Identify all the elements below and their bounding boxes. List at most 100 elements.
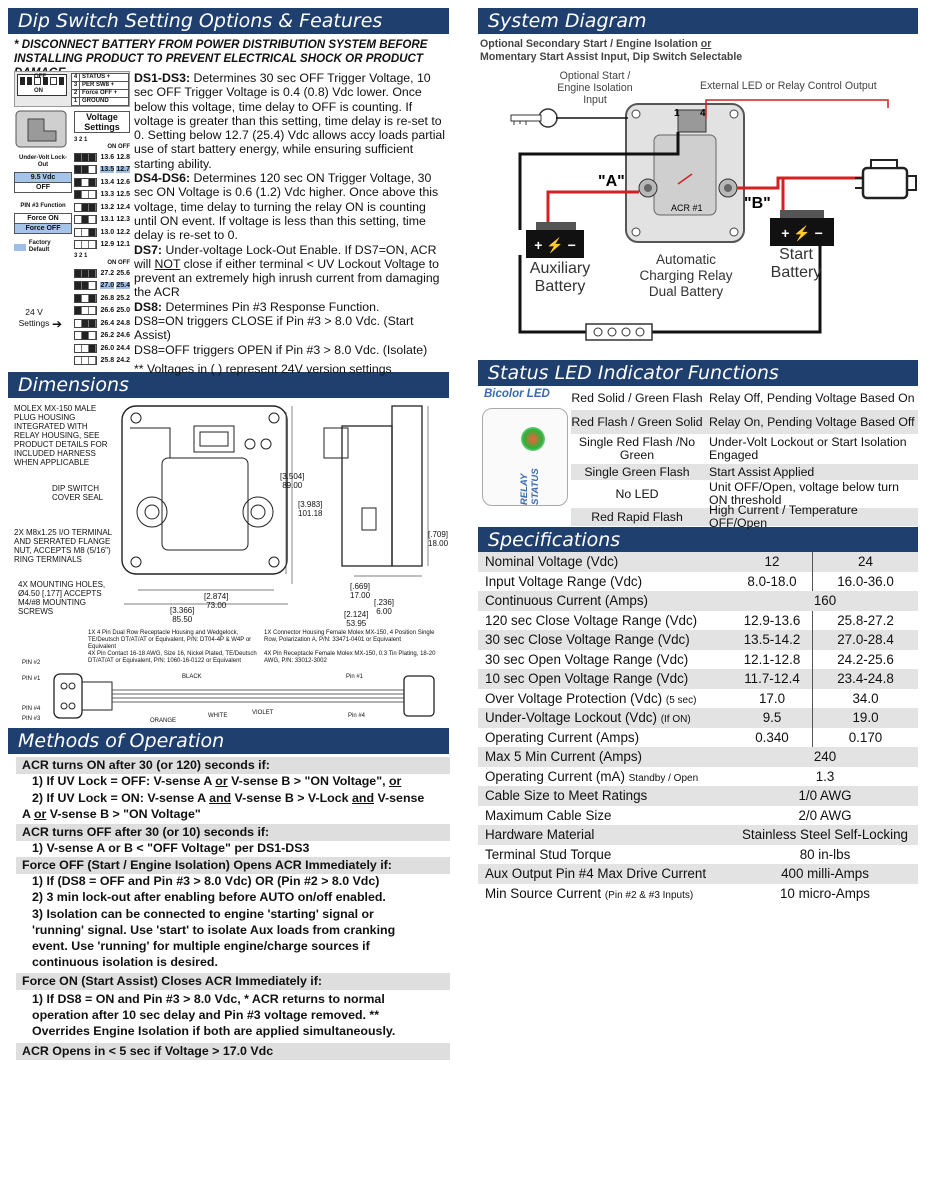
specifications-header: Specifications <box>478 527 918 553</box>
dip-switch-icon <box>74 268 98 278</box>
dip-switch-icon <box>74 165 98 175</box>
spec-name: 30 sec Close Voltage Range (Vdc) <box>485 632 690 648</box>
harness-note-3: 4X Pin Contact 16-18 AWG, Size 16, Nicke… <box>88 651 257 664</box>
start-battery-label: Start Battery <box>770 246 822 281</box>
status-rows: Red Solid / Green Flash Relay Off, Pendin… <box>571 386 918 530</box>
methods-off-1: 1) V-sense A or B < "OFF Voltage" per DS… <box>32 841 310 855</box>
spec-value-12v: 17.0 <box>758 690 786 706</box>
dip-switch-icon <box>74 356 98 366</box>
methods-force-off-3a: 3) Isolation can be connected to engine … <box>32 907 374 921</box>
methods-force-on-1a: 1) If DS8 = ON and Pin #3 > 8.0 Vdc, * A… <box>32 992 385 1006</box>
under-volt-option-2: OFF <box>14 183 72 193</box>
off-voltage: 24.8 <box>116 319 131 327</box>
on-voltage: 25.8 <box>100 357 115 365</box>
settings-24v-label: 24 V Settings <box>18 307 50 328</box>
spec-value: 1/0 AWG <box>798 788 852 804</box>
spec-value: 1.3 <box>815 768 835 784</box>
harness-pin4-label: PIN #4 <box>22 706 41 712</box>
spec-name: Terminal Stud Torque <box>485 846 612 862</box>
arrow-right-icon: ➔ <box>52 317 63 331</box>
led-meaning: Relay Off, Pending Voltage Based On <box>709 390 915 405</box>
dip-switch-icon <box>74 281 98 291</box>
system-diagram: 1 4 ACR #1 "A" "B" + ⚡ − + ⚡ − <box>510 99 917 341</box>
acr-description-label: Automatic Charging Relay Dual Battery <box>639 252 733 299</box>
spec-row: Max 5 Min Current (Amps)240 <box>478 747 918 767</box>
led-state: No LED <box>615 486 659 501</box>
under-volt-option-1: 9.5 Vdc <box>14 172 72 183</box>
pin3-function-label: PIN #3 Function <box>20 203 66 209</box>
harness-drawing <box>53 673 435 719</box>
off-voltage: 25.4 <box>116 282 131 290</box>
bicolor-led-icon <box>521 427 545 451</box>
off-voltage: 12.5 <box>116 191 131 199</box>
status-led-table: Bicolor LED RELAY STATUS Red Solid / Gre… <box>478 386 918 530</box>
wire-black-label: BLACK <box>182 674 202 680</box>
on-voltage: 13.4 <box>100 178 115 186</box>
led-state: Red Flash / Green Solid <box>571 414 703 429</box>
spec-value-12v: 12.9-13.6 <box>743 612 801 628</box>
spec-row: Input Voltage Range (Vdc) 8.0-18.0 16.0-36… <box>478 571 918 591</box>
spec-value-12v: 8.0-18.0 <box>747 573 797 589</box>
methods-on-2: 2) If UV Lock = ON: V-sense A and V-sens… <box>32 791 425 805</box>
on-voltage: 27.0 <box>100 282 115 290</box>
on-voltage: 13.5 <box>100 166 115 174</box>
dip-description: DS1-DS3: Determines 30 sec OFF Trigger V… <box>134 71 450 376</box>
spec-name: Min Source Current (Pin #2 & #3 Inputs) <box>485 885 694 901</box>
svg-text:+ ⚡ −: + ⚡ − <box>781 225 823 242</box>
wire-orange-label: ORANGE <box>150 718 177 724</box>
ground-wire-left <box>518 132 680 230</box>
under-volt-label: Under-Volt Lock-Out <box>19 155 67 168</box>
spec-row: Min Source Current (Pin #2 & #3 Inputs)1… <box>478 884 918 904</box>
spec-name: Over Voltage Protection (Vdc) (5 sec) <box>485 690 697 706</box>
spec-name: 30 sec Open Voltage Range (Vdc) <box>485 651 689 667</box>
off-voltage: 25.6 <box>116 269 131 277</box>
off-voltage: 12.7 <box>116 166 131 174</box>
spec-name: Operating Current (Amps) <box>485 729 640 745</box>
voltage-note: ** Voltages in ( ) represent 24V version… <box>134 361 392 376</box>
spec-value-24v: 24 <box>812 552 918 572</box>
dim-height-b: [3.983]101.18 <box>298 500 323 518</box>
led-state: Single Red Flash /No Green <box>578 435 696 462</box>
off-voltage: 24.2 <box>116 357 131 365</box>
pin-4-label: 4 <box>700 108 706 119</box>
ds1-ds3-description: DS1-DS3: Determines 30 sec OFF Trigger V… <box>134 71 446 171</box>
pin-1-label: 1 <box>674 108 680 119</box>
spec-name: Aux Output Pin #4 Max Drive Current <box>485 866 707 882</box>
off-voltage: 24.4 <box>116 344 131 352</box>
spec-value-24v: 25.8-27.2 <box>812 610 918 630</box>
spec-value-24v: 23.4-24.8 <box>812 669 918 689</box>
off-voltage: 12.6 <box>116 178 131 186</box>
dip-switch-icon <box>74 306 98 316</box>
on-voltage: 13.2 <box>100 203 115 211</box>
spec-value-24v: 16.0-36.0 <box>812 571 918 591</box>
ground-return-wire <box>518 210 822 334</box>
dip-switch-icon <box>74 190 98 200</box>
auxiliary-battery-label: Auxiliary Battery <box>529 260 591 295</box>
spec-name: Input Voltage Range (Vdc) <box>485 573 643 589</box>
dip-off-label: OFF <box>34 74 46 80</box>
spec-name: Under-Voltage Lockout (Vdc) (If ON) <box>485 710 691 726</box>
terminal-a-label: "A" <box>598 173 625 190</box>
methods-on-1: 1) If UV Lock = OFF: V-sense A or V-sens… <box>32 774 402 788</box>
on-voltage: 26.2 <box>100 332 115 340</box>
dip-on-label: ON <box>34 88 43 94</box>
bicolor-led-label: Bicolor LED <box>484 388 550 400</box>
on-voltage: 13.0 <box>100 228 115 236</box>
methods-force-off-header: Force OFF (Start / Engine Isolation) Ope… <box>16 857 450 874</box>
harness-right-pin4: Pin #4 <box>348 713 366 719</box>
off-voltage: 12.2 <box>116 228 131 236</box>
led-state: Red Solid / Green Flash <box>571 390 703 405</box>
harness-note-1: 1X 4 Pin Dual Row Receptacle Housing and… <box>88 630 252 650</box>
spec-name: Nominal Voltage (Vdc) <box>485 554 619 570</box>
dip-switch-icon <box>74 343 98 353</box>
